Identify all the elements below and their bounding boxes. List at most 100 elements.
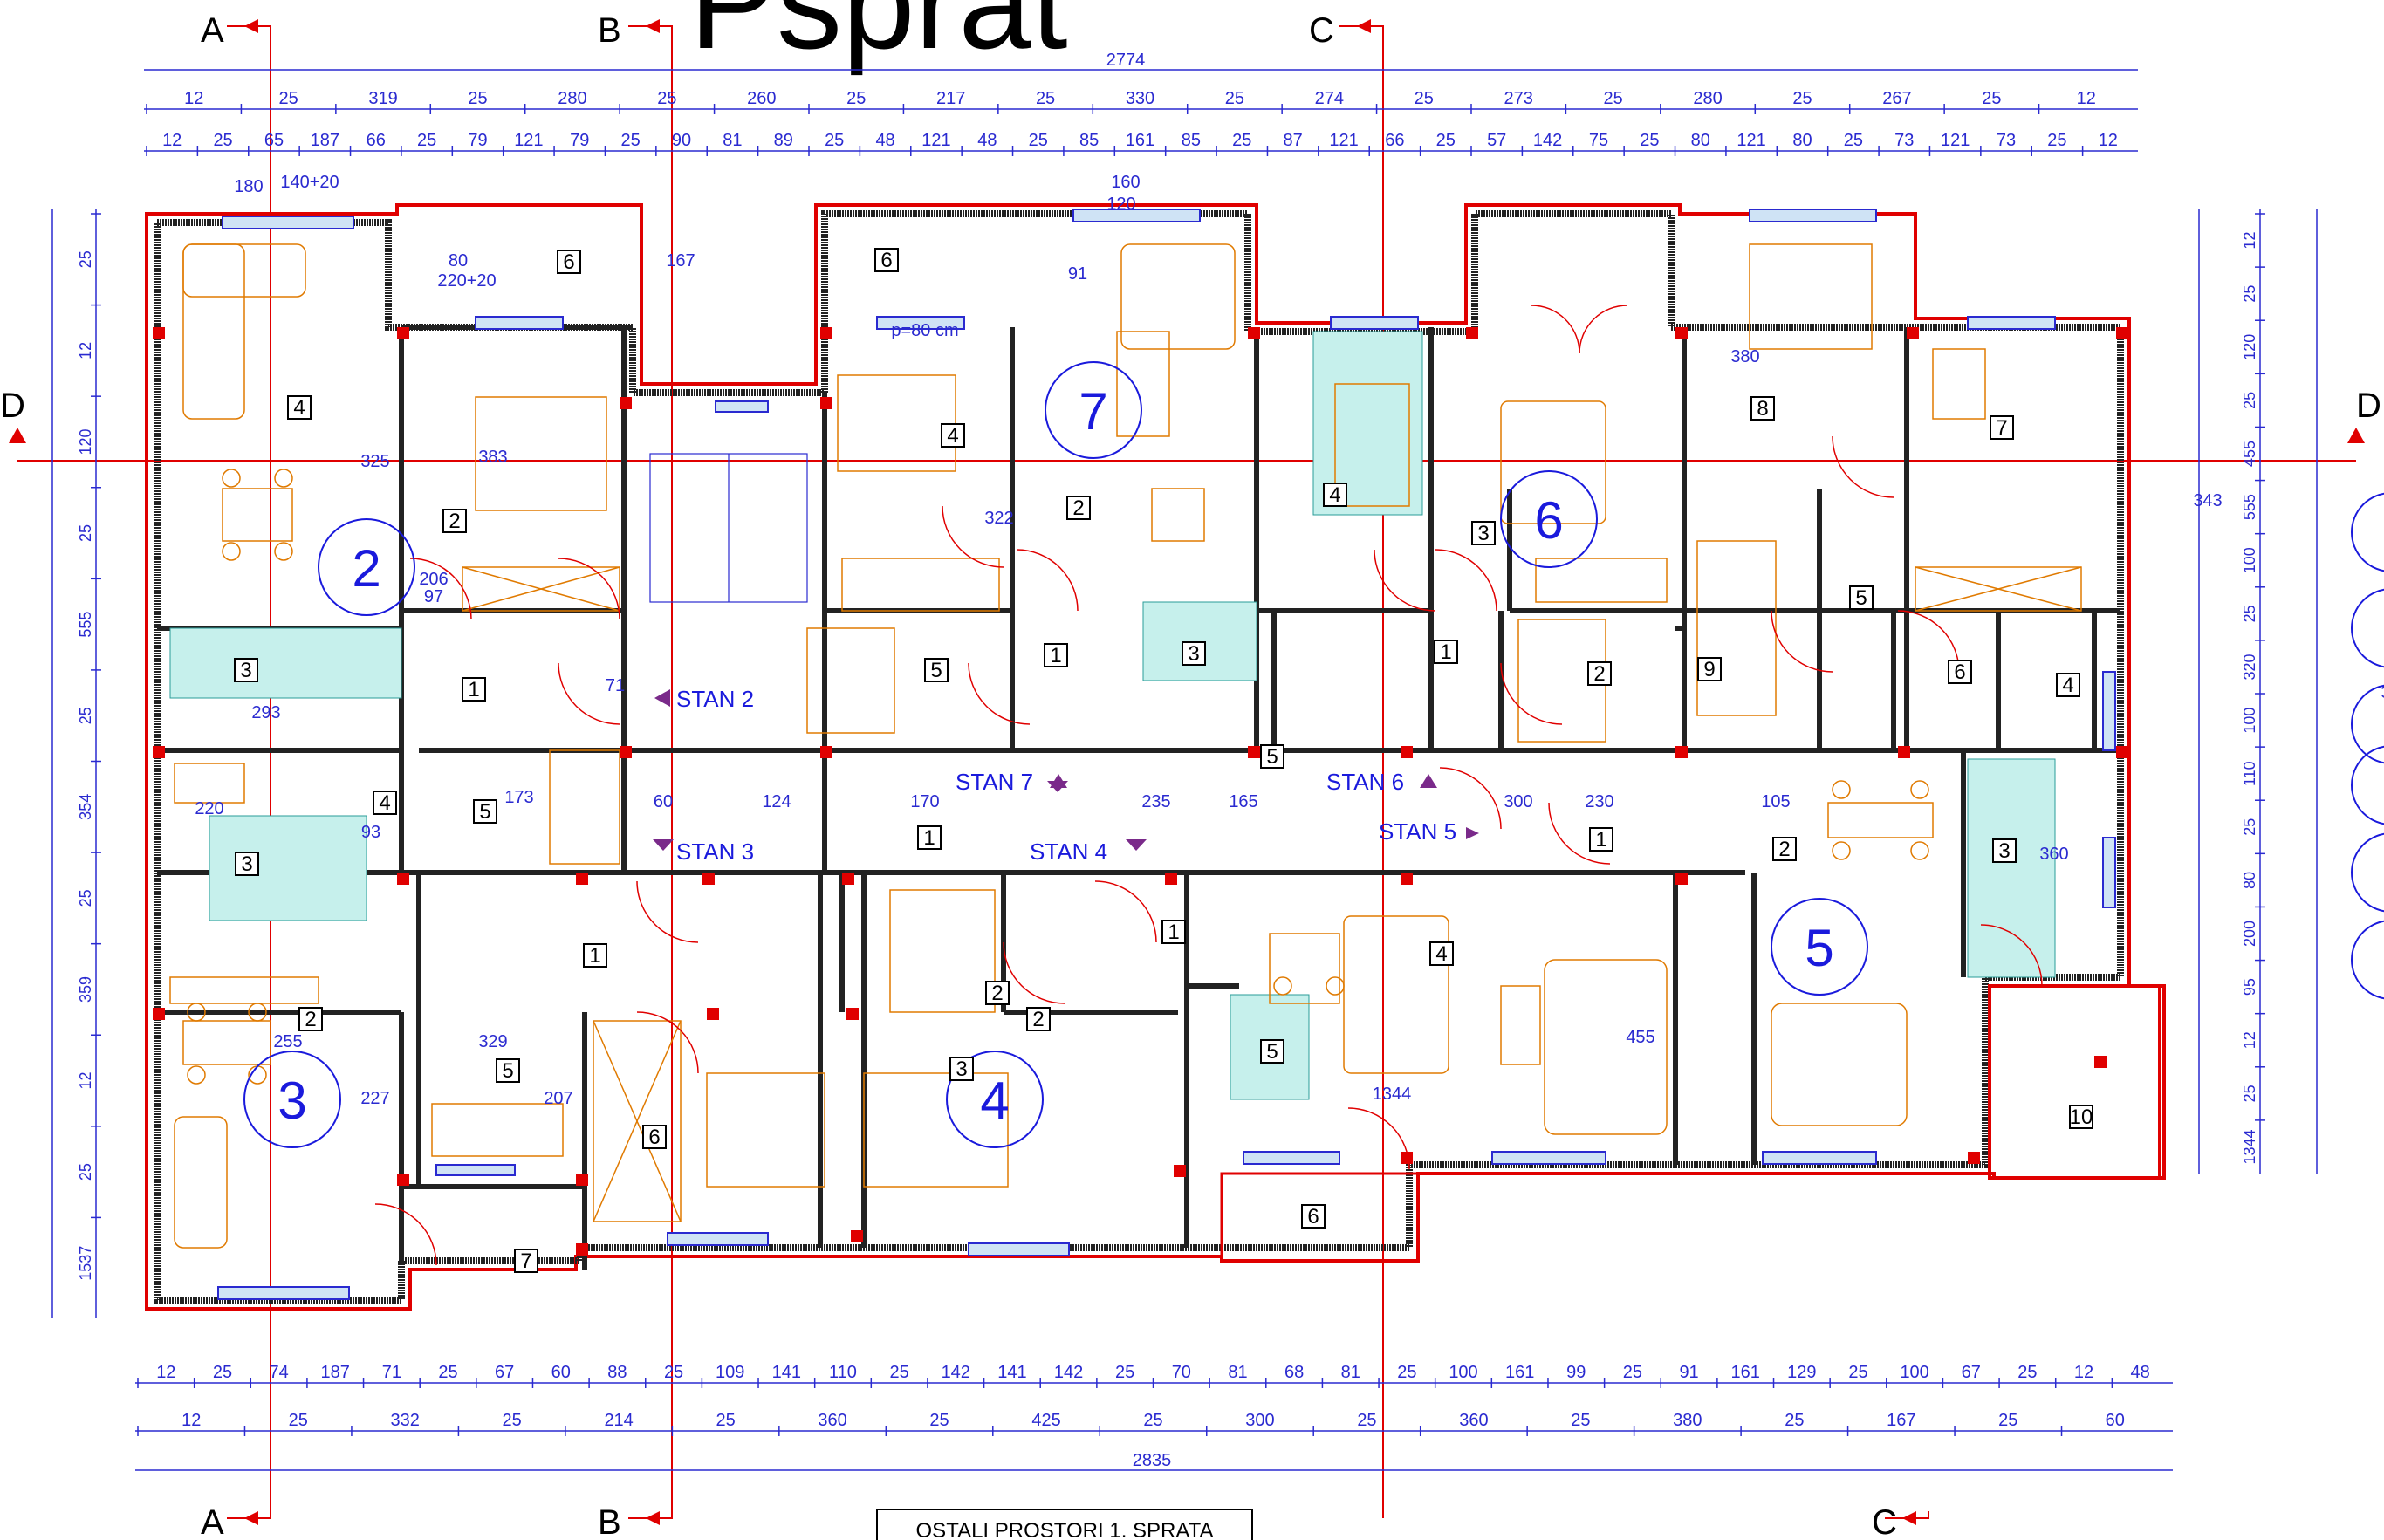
dim-bottom-1-value: 141 — [772, 1363, 801, 1382]
dim-bottom-2-value: 12 — [182, 1411, 201, 1430]
room-box — [442, 509, 467, 533]
dim-bottom-1-value: 161 — [1505, 1363, 1534, 1382]
apartment-number-2: 2 — [352, 539, 380, 598]
room-number: 2 — [449, 510, 460, 533]
section-b-top: B — [598, 11, 621, 50]
room-number: 6 — [563, 250, 574, 274]
room-number: 6 — [1954, 660, 1965, 684]
dim-top-2-value: 81 — [723, 131, 742, 150]
dim-top-2-value: 73 — [1894, 131, 1914, 150]
dim-right-value: 80 — [2241, 872, 2258, 889]
dim-top-2-value: 25 — [1029, 131, 1048, 150]
dim-bottom-1-value: 81 — [1228, 1363, 1247, 1382]
dimension-note: 255 — [273, 1032, 302, 1051]
dimension-note: 80 — [449, 251, 468, 270]
room-number: 4 — [379, 791, 390, 815]
dim-top-1-value: 25 — [1225, 89, 1244, 108]
room-number: 2 — [1072, 496, 1084, 520]
legend-box — [876, 1509, 1253, 1540]
room-number: 8 — [1757, 397, 1768, 421]
room-number: 4 — [1329, 483, 1340, 507]
dimension-note: 91 — [1068, 264, 1087, 284]
room-box — [1990, 415, 2014, 440]
dim-bottom-1-value: 161 — [1731, 1363, 1760, 1382]
dim-top-2-value: 121 — [1941, 131, 1970, 150]
dim-top-1-value: 260 — [747, 89, 776, 108]
dim-top-2-value: 187 — [311, 131, 339, 150]
dim-top-2-value: 25 — [1232, 131, 1251, 150]
dim-bottom-1-value: 187 — [321, 1363, 350, 1382]
dim-top-2-value: 85 — [1079, 131, 1099, 150]
stan-4-label: STAN 4 — [1030, 838, 1107, 865]
dim-top-1-value: 319 — [368, 89, 397, 108]
dim-top-1-value: 267 — [1882, 89, 1911, 108]
room-number: 3 — [240, 659, 251, 682]
dim-right-value: 320 — [2241, 654, 2258, 680]
dim-bottom-2-value: 300 — [1245, 1411, 1274, 1430]
dim-top-1-value: 280 — [558, 89, 586, 108]
dimension-note: 124 — [762, 792, 791, 811]
dim-bottom-1-value: 110 — [829, 1363, 857, 1382]
dim-bottom-1-value: 74 — [269, 1363, 288, 1382]
room-box — [1849, 585, 1874, 610]
room-box — [1589, 827, 1613, 852]
room-box — [1429, 941, 1454, 966]
dimension-note: 165 — [1229, 792, 1257, 811]
dim-bottom-2-value: 25 — [1357, 1411, 1376, 1430]
room-box — [1044, 643, 1068, 667]
dim-right-value: 120 — [2241, 334, 2258, 360]
balcony-6 — [1220, 1172, 1420, 1263]
dim-top-1-value: 25 — [279, 89, 298, 108]
furniture — [169, 243, 2082, 1249]
dim-right-value: 110 — [2241, 761, 2258, 786]
dim-bottom-1-value: 100 — [1900, 1363, 1928, 1382]
room-box — [583, 943, 607, 968]
dimension-note: 343 — [2193, 491, 2222, 510]
dim-chain-right: 1225120254555551002532010011025802009512… — [2241, 213, 2265, 1164]
room-box — [1587, 661, 1612, 686]
dim-top-2-value: 89 — [774, 131, 793, 150]
dim-bottom-1-value: 141 — [997, 1363, 1026, 1382]
room-box — [941, 423, 965, 448]
legend-caption: OSTALI PROSTORI 1. SPRATA — [916, 1519, 1214, 1540]
apartment-number-5: 5 — [1805, 919, 1833, 977]
room-number: 4 — [1435, 942, 1447, 966]
overall-dim-top: 2774 — [1106, 51, 1146, 70]
dim-bottom-1-value: 25 — [213, 1363, 232, 1382]
dim-left-value: 25 — [77, 524, 94, 542]
room-number: 1 — [1168, 921, 1179, 944]
room-box — [1948, 660, 1972, 684]
dimension-note: 329 — [478, 1032, 507, 1051]
dim-bottom-1-value: 70 — [1172, 1363, 1191, 1382]
room-number: 2 — [991, 982, 1003, 1005]
floor-title: Psprat — [689, 0, 1068, 76]
dim-bottom-1-value: 67 — [1962, 1363, 1981, 1382]
dim-top-2-value: 12 — [2099, 131, 2118, 150]
dim-top-1-value: 25 — [1982, 89, 2001, 108]
room-box — [1260, 1039, 1284, 1064]
dim-right-value: 100 — [2241, 547, 2258, 573]
dim-top-2-value: 85 — [1182, 131, 1201, 150]
dimension-note: 60 — [654, 792, 673, 811]
room-number: 1 — [468, 678, 479, 702]
stan-2-label: STAN 2 — [676, 686, 754, 712]
dim-bottom-1-value: 129 — [1787, 1363, 1816, 1382]
dim-bottom-1-value: 81 — [1341, 1363, 1360, 1382]
room-box — [2056, 673, 2080, 697]
room-box — [1750, 396, 1775, 421]
dim-bottom-2-value: 60 — [2106, 1411, 2125, 1430]
room-number: 2 — [305, 1008, 316, 1031]
apartment-markers — [243, 361, 1868, 1148]
stan-7-label: STAN 7 — [956, 769, 1033, 795]
room-box — [917, 825, 942, 850]
dim-bottom-2-value: 214 — [604, 1411, 633, 1430]
dim-top-1-value: 25 — [1604, 89, 1623, 108]
stan-3-label: STAN 3 — [676, 838, 754, 865]
dimension-note: 140+20 — [280, 173, 339, 192]
dimension-lines — [51, 69, 2318, 1471]
room-number: 1 — [1595, 828, 1606, 852]
exterior-walls — [145, 203, 2161, 1311]
